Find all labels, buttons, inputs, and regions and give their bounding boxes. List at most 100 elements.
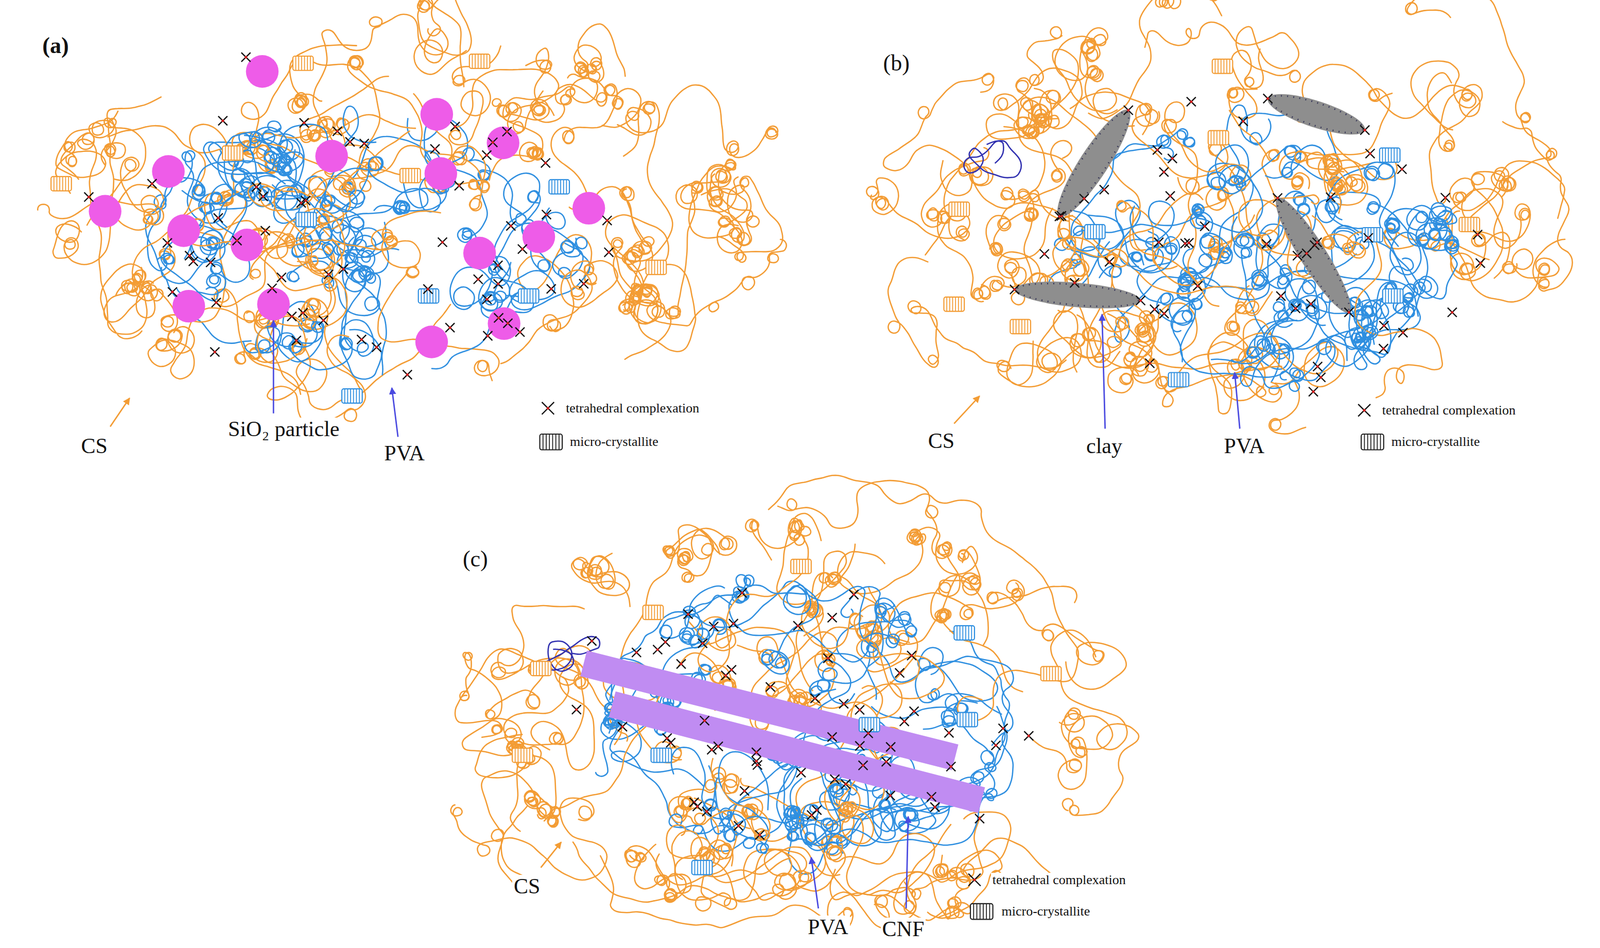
hatch-line — [523, 748, 525, 763]
complexation-stroke — [1079, 194, 1089, 204]
complexation-center — [496, 282, 500, 286]
pva-chain — [1240, 335, 1348, 392]
micro-crystallite-symbol — [548, 179, 570, 195]
micro-crystallite-symbol — [292, 56, 314, 71]
hatch-line — [472, 54, 474, 69]
panel-label: (b) — [881, 51, 912, 76]
complexation-center — [360, 338, 363, 341]
pva-chain — [1344, 282, 1397, 351]
hatch-line — [480, 54, 482, 69]
complexation-stroke — [604, 247, 614, 257]
hatch-line — [233, 145, 235, 161]
cs-chain — [572, 841, 812, 902]
hatch-line — [965, 201, 967, 217]
complexation-stroke — [1276, 291, 1286, 301]
complexation-stroke — [927, 791, 937, 802]
hatch-line — [1373, 433, 1375, 450]
hatch-line — [304, 56, 306, 71]
hatch-line — [1057, 666, 1059, 681]
complexation-stroke — [1344, 307, 1354, 318]
hatch-line — [1364, 433, 1366, 450]
hatch-line — [230, 145, 232, 161]
hatch-line — [659, 604, 662, 620]
complexation-stroke — [1326, 192, 1336, 202]
micro-crystallite-symbol — [953, 625, 975, 640]
complexation-center — [758, 833, 761, 837]
hatch-line — [560, 179, 562, 195]
component-label: CNF — [880, 917, 927, 941]
complexation-stroke — [766, 682, 776, 692]
hatch-line — [1476, 217, 1478, 232]
complexation-center — [1329, 195, 1332, 199]
complexation-center — [348, 140, 352, 144]
complexation-center — [1382, 347, 1385, 351]
complexation-center — [889, 745, 893, 749]
hatch-line — [949, 297, 951, 312]
complexation-stroke — [793, 620, 803, 631]
hatch-line — [807, 559, 809, 574]
complexation-center — [978, 816, 981, 820]
hatch-line — [1173, 372, 1175, 387]
hatch-line — [1217, 59, 1219, 74]
complexation-stroke — [318, 315, 328, 325]
pva-chain — [679, 595, 732, 648]
hatch-line — [304, 212, 306, 227]
hatch-line — [520, 288, 523, 304]
complexation-center — [724, 673, 727, 677]
hatch-line — [1367, 227, 1369, 242]
complexation-stroke — [454, 181, 464, 191]
complexation-center — [244, 55, 248, 59]
hatch-line — [1380, 433, 1382, 450]
complexation-stroke — [823, 653, 833, 663]
hatch-line — [411, 168, 413, 183]
complexation-center — [496, 264, 500, 267]
complexation-stroke — [258, 192, 268, 202]
complexation-stroke — [332, 126, 342, 136]
complexation-stroke — [631, 647, 641, 657]
complexation-center — [1169, 194, 1172, 198]
complexation-stroke — [345, 137, 355, 147]
complexation-center — [87, 195, 91, 199]
complexation-stroke — [1447, 307, 1457, 318]
complexation-stroke — [909, 706, 919, 716]
complexation-stroke — [493, 260, 503, 270]
hatch-line — [353, 388, 355, 404]
hatch-line — [979, 903, 981, 920]
component-label: PVA — [1222, 434, 1267, 458]
hatch-line — [1021, 319, 1023, 334]
complexation-stroke — [751, 756, 761, 766]
cs-chain — [506, 743, 556, 831]
sio2-particle — [572, 192, 605, 225]
complexation-stroke — [1159, 167, 1169, 177]
cs-chain — [883, 73, 994, 196]
complexation-stroke — [855, 741, 865, 751]
complexation-center — [1027, 734, 1031, 737]
leader-line — [953, 395, 980, 424]
micro-crystallite-symbol — [400, 168, 421, 183]
complexation-stroke — [162, 238, 172, 248]
hatch-line — [1367, 433, 1369, 450]
complexation-stroke — [700, 716, 710, 726]
complexation-stroke — [1167, 153, 1177, 164]
complexation-center — [755, 750, 758, 754]
complexation-stroke — [692, 801, 703, 811]
complexation-stroke — [700, 716, 710, 726]
hatch-line — [957, 201, 959, 217]
hatch-line — [1396, 147, 1398, 163]
complexation-center — [546, 406, 550, 410]
complexation-center — [192, 259, 195, 263]
hatch-line — [703, 860, 705, 875]
hatch-line — [1384, 147, 1386, 163]
cs-chain — [772, 833, 935, 900]
complexation-stroke — [546, 284, 556, 294]
pva-chain — [217, 120, 282, 196]
hatch-line — [654, 259, 656, 275]
complexation-stroke — [1326, 192, 1336, 202]
micro-crystallite-symbol — [970, 903, 994, 920]
complexation-center — [994, 743, 998, 747]
cs-chain — [1039, 215, 1128, 290]
complexation-stroke — [708, 621, 719, 632]
hatch-line — [1467, 217, 1469, 232]
hatch-line — [62, 176, 64, 191]
sio2-particle — [415, 325, 448, 358]
